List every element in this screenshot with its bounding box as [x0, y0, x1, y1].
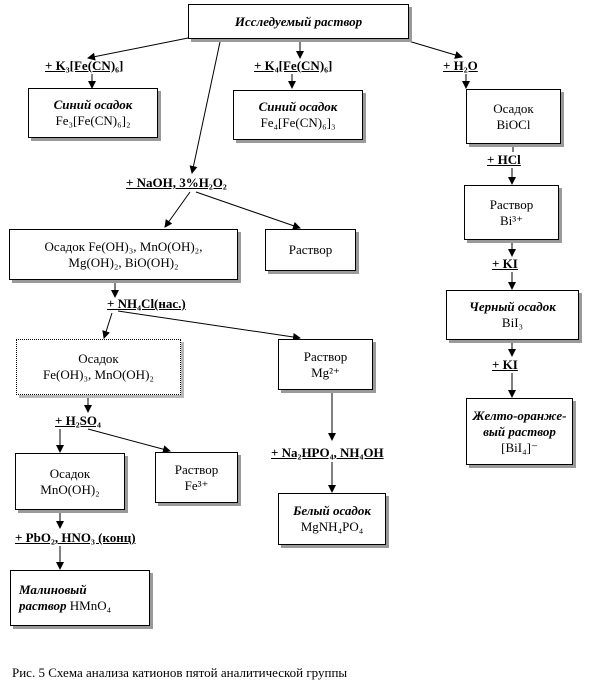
blue-precip-2-title: Синий осадок [258, 99, 338, 114]
black-precip-formula: BiI₃ [501, 315, 524, 330]
mno-precip-title: Осадок [49, 465, 91, 481]
crimson-solution-line1: Малиновый [19, 582, 87, 597]
reagent-ki-1: + KI [492, 256, 518, 271]
bi-solution-formula: Bi³⁺ [499, 212, 524, 228]
box-bioc: Осадок BiOCl [466, 89, 561, 144]
box-white-precip: Белый осадок MgNH₄PO₄ [278, 493, 386, 545]
white-precip-formula: MgNH₄PO₄ [300, 519, 364, 534]
box-hydroxides: Осадок Fe(OH)₃, MnO(OH)₂, Mg(OH)₂, BiO(O… [9, 229, 238, 280]
box-fe-solution: Раствор Fe³⁺ [155, 452, 238, 503]
bi-solution-title: Раствор [489, 196, 534, 212]
hydroxides-line1: Осадок Fe(OH)₃, MnO(OH)₂, [44, 238, 203, 254]
fe-mn-precip-title: Осадок [78, 351, 119, 366]
arrow-nh4cl-mg [117, 310, 301, 341]
arrow-to-h2o [404, 39, 463, 59]
figure-caption: Рис. 5 Схема анализа катионов пятой анал… [12, 665, 348, 680]
box-blue-precip-1: Синий осадок Fe₃[Fe(CN)₆]₂ [28, 88, 158, 138]
box-orange-solution: Желто-оранже- вый раствор [BiI₄]⁻ [466, 398, 573, 465]
arrow-h2so4-fe [87, 428, 171, 454]
box-black-precip: Черный осадок BiI₃ [446, 290, 579, 340]
black-precip-title: Черный осадок [469, 299, 556, 314]
bioc-title: Осадок [493, 100, 534, 116]
blue-precip-1-title: Синий осадок [53, 97, 133, 112]
arrow-naoh-hydroxides [164, 191, 191, 228]
box-bi-solution: Раствор Bi³⁺ [464, 185, 559, 240]
reagent-k3: + K₃[Fe(CN)₆] [45, 58, 124, 73]
blue-precip-1-formula: Fe₃[Fe(CN)₆]₂ [55, 113, 131, 128]
mno-precip-formula: MnO(OH)₂ [40, 481, 100, 497]
solution-naoh-label: Раствор [288, 242, 333, 257]
box-blue-precip-2: Синий осадок Fe₄[Fe(CN)₆]₃ [233, 90, 363, 140]
test-solution-label: Исследуемый раствор [234, 13, 363, 29]
blue-precip-2-formula: Fe₄[Fe(CN)₆]₃ [260, 115, 336, 130]
reagent-nh4cl: + NH₄Cl(нас.) [107, 296, 186, 311]
white-precip-title: Белый осадок [293, 503, 371, 518]
reagent-naoh: + NaOH, 3%H₂O₂ [126, 175, 227, 190]
reagent-k4: + K₄[Fe(CN)₆] [254, 58, 333, 73]
box-fe-mn-precip: Осадок Fe(OH)₃, MnO(OH)₂ [16, 339, 181, 395]
orange-solution-formula: [BiI₄]⁻ [501, 439, 538, 455]
crimson-solution-line2: раствор [19, 598, 67, 613]
hydroxides-line2: Mg(OH)₂, BiO(OH)₂ [68, 254, 179, 270]
reagent-h2so4: + H₂SO₄ [55, 413, 101, 428]
box-mg-solution: Раствор Mg²⁺ [278, 339, 373, 390]
bioc-formula: BiOCl [496, 116, 531, 132]
mg-solution-title: Раствор [303, 348, 348, 364]
box-test-solution: Исследуемый раствор [188, 4, 409, 39]
box-solution-naoh: Раствор [265, 229, 356, 271]
reagent-hcl: + HCl [487, 152, 521, 167]
arrow-nh4cl-fe-mn [102, 312, 113, 339]
fe-solution-title: Раствор [174, 461, 219, 477]
reagent-pbo2: + PbO₂, HNO₃ (конц) [15, 530, 136, 545]
orange-solution-line2: вый раствор [483, 423, 556, 439]
fe-mn-precip-formula: Fe(OH)₃, MnO(OH)₂ [43, 367, 154, 382]
box-crimson-solution: Малиновый раствор HMnO₄ [10, 570, 150, 626]
crimson-solution-formula: HMnO₄ [69, 598, 112, 613]
reagent-ki-2: + KI [492, 357, 518, 372]
fe-solution-formula: Fe³⁺ [184, 477, 209, 493]
arrow-to-k3 [87, 37, 189, 61]
box-mno-precip: Осадок MnO(OH)₂ [15, 453, 125, 510]
arrow-naoh-solution [195, 191, 301, 230]
arrow-to-naoh [189, 41, 221, 174]
reagent-h2o: + H₂O [443, 58, 478, 73]
orange-solution-line1: Желто-оранже- [472, 407, 567, 423]
mg-solution-formula: Mg²⁺ [311, 364, 340, 380]
reagent-na2hpo4: + Na₂HPO₄, NH₄OH [271, 445, 384, 460]
